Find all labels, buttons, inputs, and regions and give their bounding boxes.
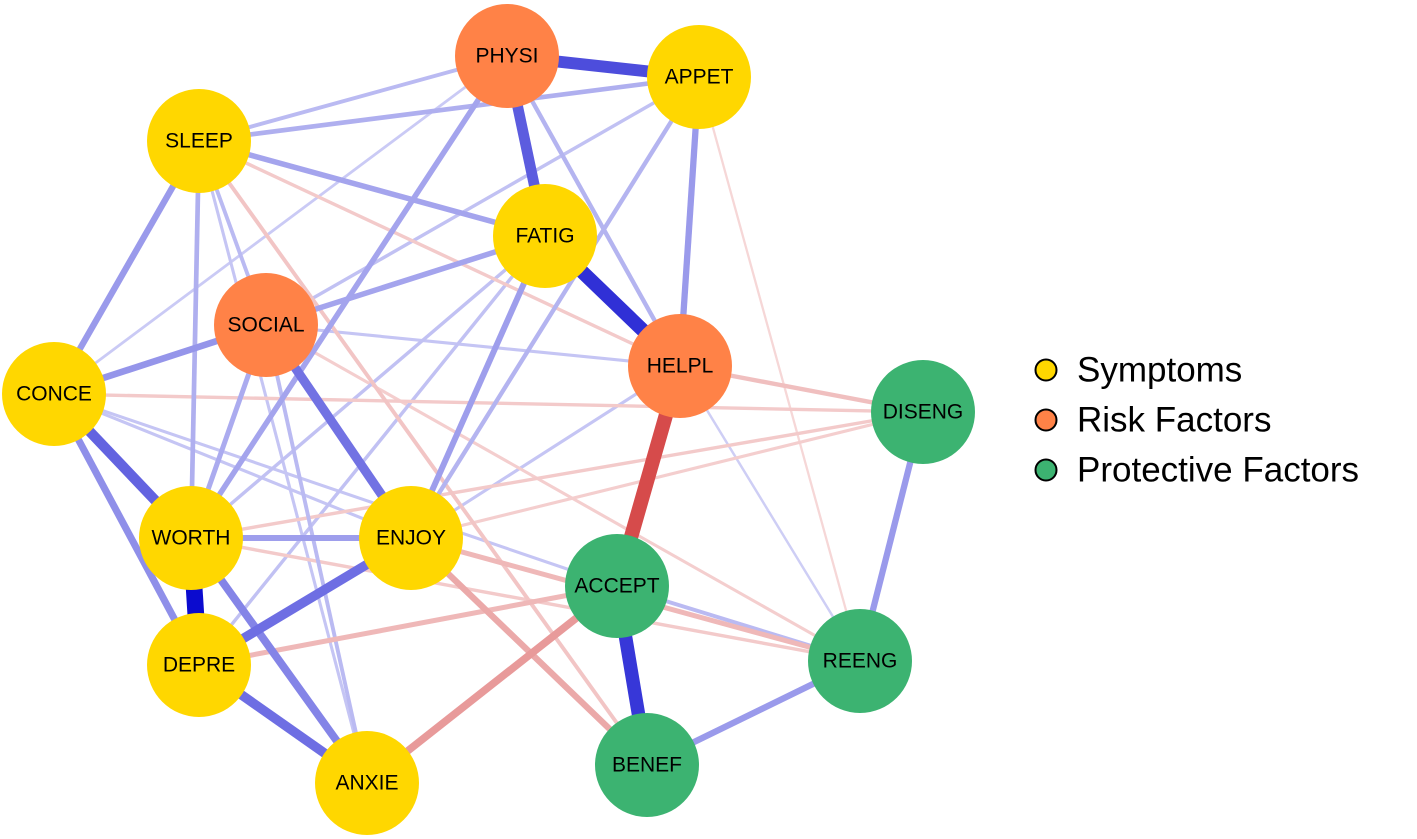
node-circle-conce [2, 342, 106, 446]
edge-fatig-depre [197, 234, 547, 667]
edge-conce-diseng [53, 392, 924, 414]
edge-sleep-helpl [198, 139, 681, 368]
edge-physi-sleep [198, 54, 508, 143]
edge-conce-accept [53, 392, 618, 588]
edge-appet-reeng [697, 76, 862, 662]
node-circle-depre [147, 613, 251, 717]
edge-helpl-reeng [678, 365, 862, 662]
node-helpl: HELPL [628, 314, 732, 418]
node-enjoy: ENJOY [359, 486, 463, 590]
node-conce: CONCE [2, 342, 106, 446]
node-anxie: ANXIE [315, 731, 419, 835]
node-physi: PHYSI [455, 4, 559, 108]
edge-worth-diseng [190, 410, 924, 540]
edge-sleep-appet [198, 74, 700, 144]
node-circle-enjoy [359, 486, 463, 590]
node-circle-physi [455, 4, 559, 108]
node-label-conce: CONCE [16, 383, 92, 406]
edge-physi-helpl [505, 54, 682, 368]
node-label-social: SOCIAL [227, 314, 304, 337]
edge-sleep-worth [188, 140, 202, 539]
node-fatig: FATIG [493, 184, 597, 288]
legend-label-protective-factors: Protective Factors [1077, 451, 1359, 490]
node-appet: APPET [647, 25, 751, 129]
legend-item-risk-factors: Risk Factors [1034, 401, 1271, 440]
edge-sleep-benef [197, 139, 649, 767]
edge-enjoy-diseng [410, 410, 924, 540]
node-label-appet: APPET [665, 66, 734, 89]
node-label-benef: BENEF [612, 754, 682, 777]
node-label-fatig: FATIG [515, 225, 574, 248]
edge-appet-enjoy [409, 75, 701, 540]
node-worth: WORTH [139, 486, 243, 590]
node-label-enjoy: ENJOY [376, 527, 446, 550]
node-label-reeng: REENG [823, 650, 898, 673]
node-benef: BENEF [595, 713, 699, 817]
node-accept: ACCEPT [565, 534, 669, 638]
node-circle-anxie [315, 731, 419, 835]
node-label-helpl: HELPL [647, 355, 714, 378]
legend-marker-protective-factors [1034, 458, 1058, 482]
legend-marker-risk-factors [1034, 408, 1058, 432]
node-reeng: REENG [808, 609, 912, 713]
node-label-sleep: SLEEP [165, 130, 233, 153]
node-sleep: SLEEP [147, 89, 251, 193]
node-label-accept: ACCEPT [574, 575, 659, 598]
node-circle-helpl [628, 314, 732, 418]
node-circle-benef [595, 713, 699, 817]
legend-label-risk-factors: Risk Factors [1077, 401, 1271, 440]
node-label-diseng: DISENG [883, 401, 964, 424]
node-circle-worth [139, 486, 243, 590]
legend: Symptoms Risk Factors Protective Factors [1034, 351, 1359, 490]
edge-worth-reeng [190, 536, 861, 663]
edge-sleep-anxie [197, 140, 369, 784]
edge-appet-social [265, 75, 700, 327]
node-circle-sleep [147, 89, 251, 193]
node-circle-fatig [493, 184, 597, 288]
edge-social-reeng [265, 323, 861, 663]
edge-conce-enjoy [53, 392, 412, 540]
node-diseng: DISENG [871, 360, 975, 464]
edge-fatig-enjoy [408, 234, 548, 540]
nodes-layer: PHYSI APPET SLEEP FATIG SOCIAL HELPL CONCE DISE… [2, 4, 975, 835]
node-circle-social [214, 273, 318, 377]
node-depre: DEPRE [147, 613, 251, 717]
node-circle-accept [565, 534, 669, 638]
node-circle-appet [647, 25, 751, 129]
edge-anxie-accept [364, 583, 620, 786]
legend-label-symptoms: Symptoms [1077, 351, 1242, 390]
edge-enjoy-helpl [410, 364, 681, 540]
node-label-worth: WORTH [152, 527, 231, 550]
node-label-anxie: ANXIE [335, 772, 398, 795]
node-circle-diseng [871, 360, 975, 464]
legend-item-protective-factors: Protective Factors [1034, 451, 1359, 490]
node-social: SOCIAL [214, 273, 318, 377]
node-circle-reeng [808, 609, 912, 713]
node-label-depre: DEPRE [163, 654, 235, 677]
legend-marker-symptoms [1034, 358, 1058, 382]
edge-fatig-worth [189, 234, 547, 540]
node-label-physi: PHYSI [475, 45, 538, 68]
legend-item-symptoms: Symptoms [1034, 351, 1242, 390]
edge-physi-worth [188, 54, 510, 540]
edge-sleep-fatig [198, 138, 546, 239]
